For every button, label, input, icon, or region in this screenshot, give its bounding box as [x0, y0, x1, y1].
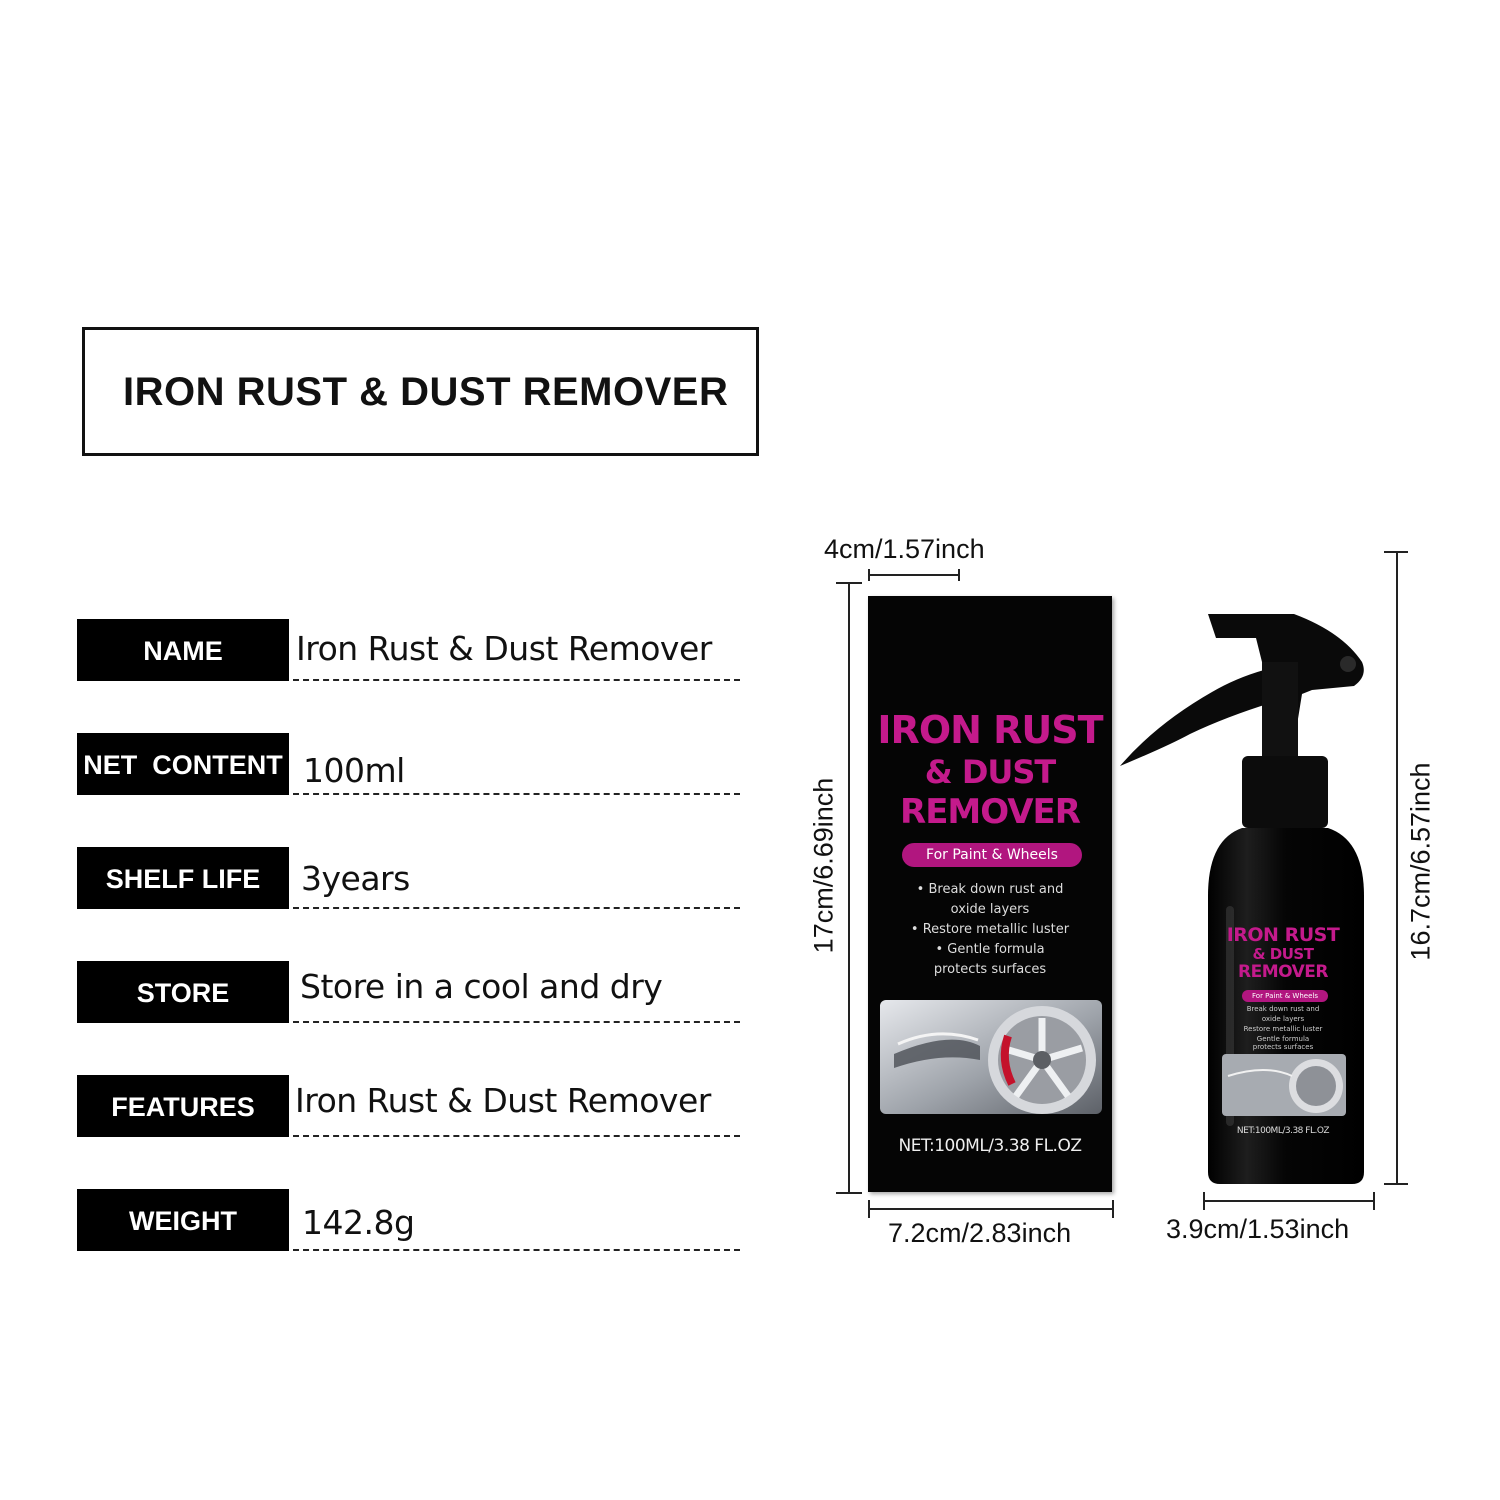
- dim-tick: [1203, 1192, 1205, 1210]
- dashed-divider: [293, 793, 740, 795]
- page-title: IRON RUST & DUST REMOVER: [123, 370, 729, 414]
- box-bullet: • Gentle formula: [935, 942, 1045, 957]
- dashed-divider: [293, 1249, 740, 1251]
- dim-box-width: 7.2cm/2.83inch: [888, 1218, 1072, 1248]
- dim-tick: [958, 569, 960, 581]
- spec-row-weight: WEIGHT 142.8g: [77, 1189, 740, 1253]
- dim-line: [848, 582, 850, 1194]
- dashed-divider: [293, 1021, 740, 1023]
- spec-value: Store in a cool and dry: [300, 967, 663, 1006]
- spray-bottle-illustration: [1120, 614, 1364, 1184]
- dim-tick: [1112, 1200, 1114, 1218]
- dim-tick: [868, 1200, 870, 1218]
- box-bullet: • Restore metallic luster: [910, 922, 1070, 937]
- bottle-bullet: Restore metallic luster: [1243, 1025, 1323, 1033]
- spec-value: 100ml: [303, 751, 405, 790]
- bottle-bullet: Gentle formula: [1256, 1035, 1310, 1043]
- bottle-title-line3: REMOVER: [1238, 962, 1328, 982]
- spec-row-name: NAME Iron Rust & Dust Remover: [77, 619, 740, 683]
- spec-row-net-content: NET CONTENT 100ml: [77, 733, 740, 797]
- dim-line: [868, 1208, 1114, 1210]
- bottle-tagline-pill: For Paint & Wheels: [1242, 990, 1328, 1002]
- dim-box-height: 17cm/6.69inch: [808, 777, 839, 954]
- box-title-line2: & DUST: [924, 753, 1056, 791]
- spec-label: FEATURES: [77, 1075, 289, 1137]
- dim-line: [1203, 1200, 1375, 1202]
- dim-line: [868, 574, 960, 576]
- bottle-bullet: Break down rust and: [1246, 1005, 1320, 1013]
- spec-value: Iron Rust & Dust Remover: [295, 1081, 711, 1120]
- box-net-content: NET:100ML/3.38 FL.OZ: [898, 1136, 1082, 1156]
- dim-tick: [1384, 551, 1408, 553]
- spec-label: SHELF LIFE: [77, 847, 289, 909]
- box-bullet: protects surfaces: [933, 962, 1047, 977]
- spec-row-shelf-life: SHELF LIFE 3years: [77, 847, 740, 911]
- box-bullet: • Break down rust and: [916, 882, 1064, 897]
- dim-tick: [836, 1192, 862, 1194]
- spec-value: 142.8g: [302, 1203, 415, 1242]
- car-wheel-photo: [880, 1000, 1102, 1114]
- title-box: IRON RUST & DUST REMOVER: [82, 327, 759, 456]
- product-box: IRON RUST & DUST REMOVER For Paint & Whe…: [868, 596, 1112, 1192]
- spec-value: Iron Rust & Dust Remover: [296, 629, 712, 668]
- dim-box-depth: 4cm/1.57inch: [824, 534, 985, 564]
- dashed-divider: [293, 907, 740, 909]
- spec-value: 3years: [301, 859, 410, 898]
- spec-label: NET CONTENT: [77, 733, 289, 795]
- dim-tick: [868, 569, 870, 581]
- box-bullet: oxide layers: [950, 902, 1030, 917]
- box-title-line1: IRON RUST: [877, 708, 1103, 752]
- dim-tick: [836, 582, 862, 584]
- dim-tick: [1384, 1183, 1408, 1185]
- spec-label: WEIGHT: [77, 1189, 289, 1251]
- dim-tick: [1373, 1192, 1375, 1210]
- dim-bottle-width: 3.9cm/1.53inch: [1166, 1214, 1350, 1244]
- spec-label: NAME: [77, 619, 289, 681]
- dashed-divider: [293, 1135, 740, 1137]
- bottle-net-content: NET:100ML/3.38 FL.OZ: [1236, 1126, 1330, 1136]
- dim-line: [1396, 551, 1398, 1185]
- box-tagline-pill: For Paint & Wheels: [902, 843, 1082, 867]
- spec-row-store: STORE Store in a cool and dry: [77, 961, 740, 1025]
- bottle-title-line1: IRON RUST: [1226, 924, 1340, 946]
- bottle-bullet: oxide layers: [1261, 1015, 1305, 1023]
- dashed-divider: [293, 679, 740, 681]
- spec-row-features: FEATURES Iron Rust & Dust Remover: [77, 1075, 740, 1139]
- bottle-bullet: protects surfaces: [1252, 1043, 1314, 1051]
- box-title-line3: REMOVER: [900, 792, 1081, 832]
- dim-bottle-height: 16.7cm/6.57inch: [1405, 762, 1436, 961]
- spec-label: STORE: [77, 961, 289, 1023]
- bottle-title-line2: & DUST: [1252, 945, 1314, 963]
